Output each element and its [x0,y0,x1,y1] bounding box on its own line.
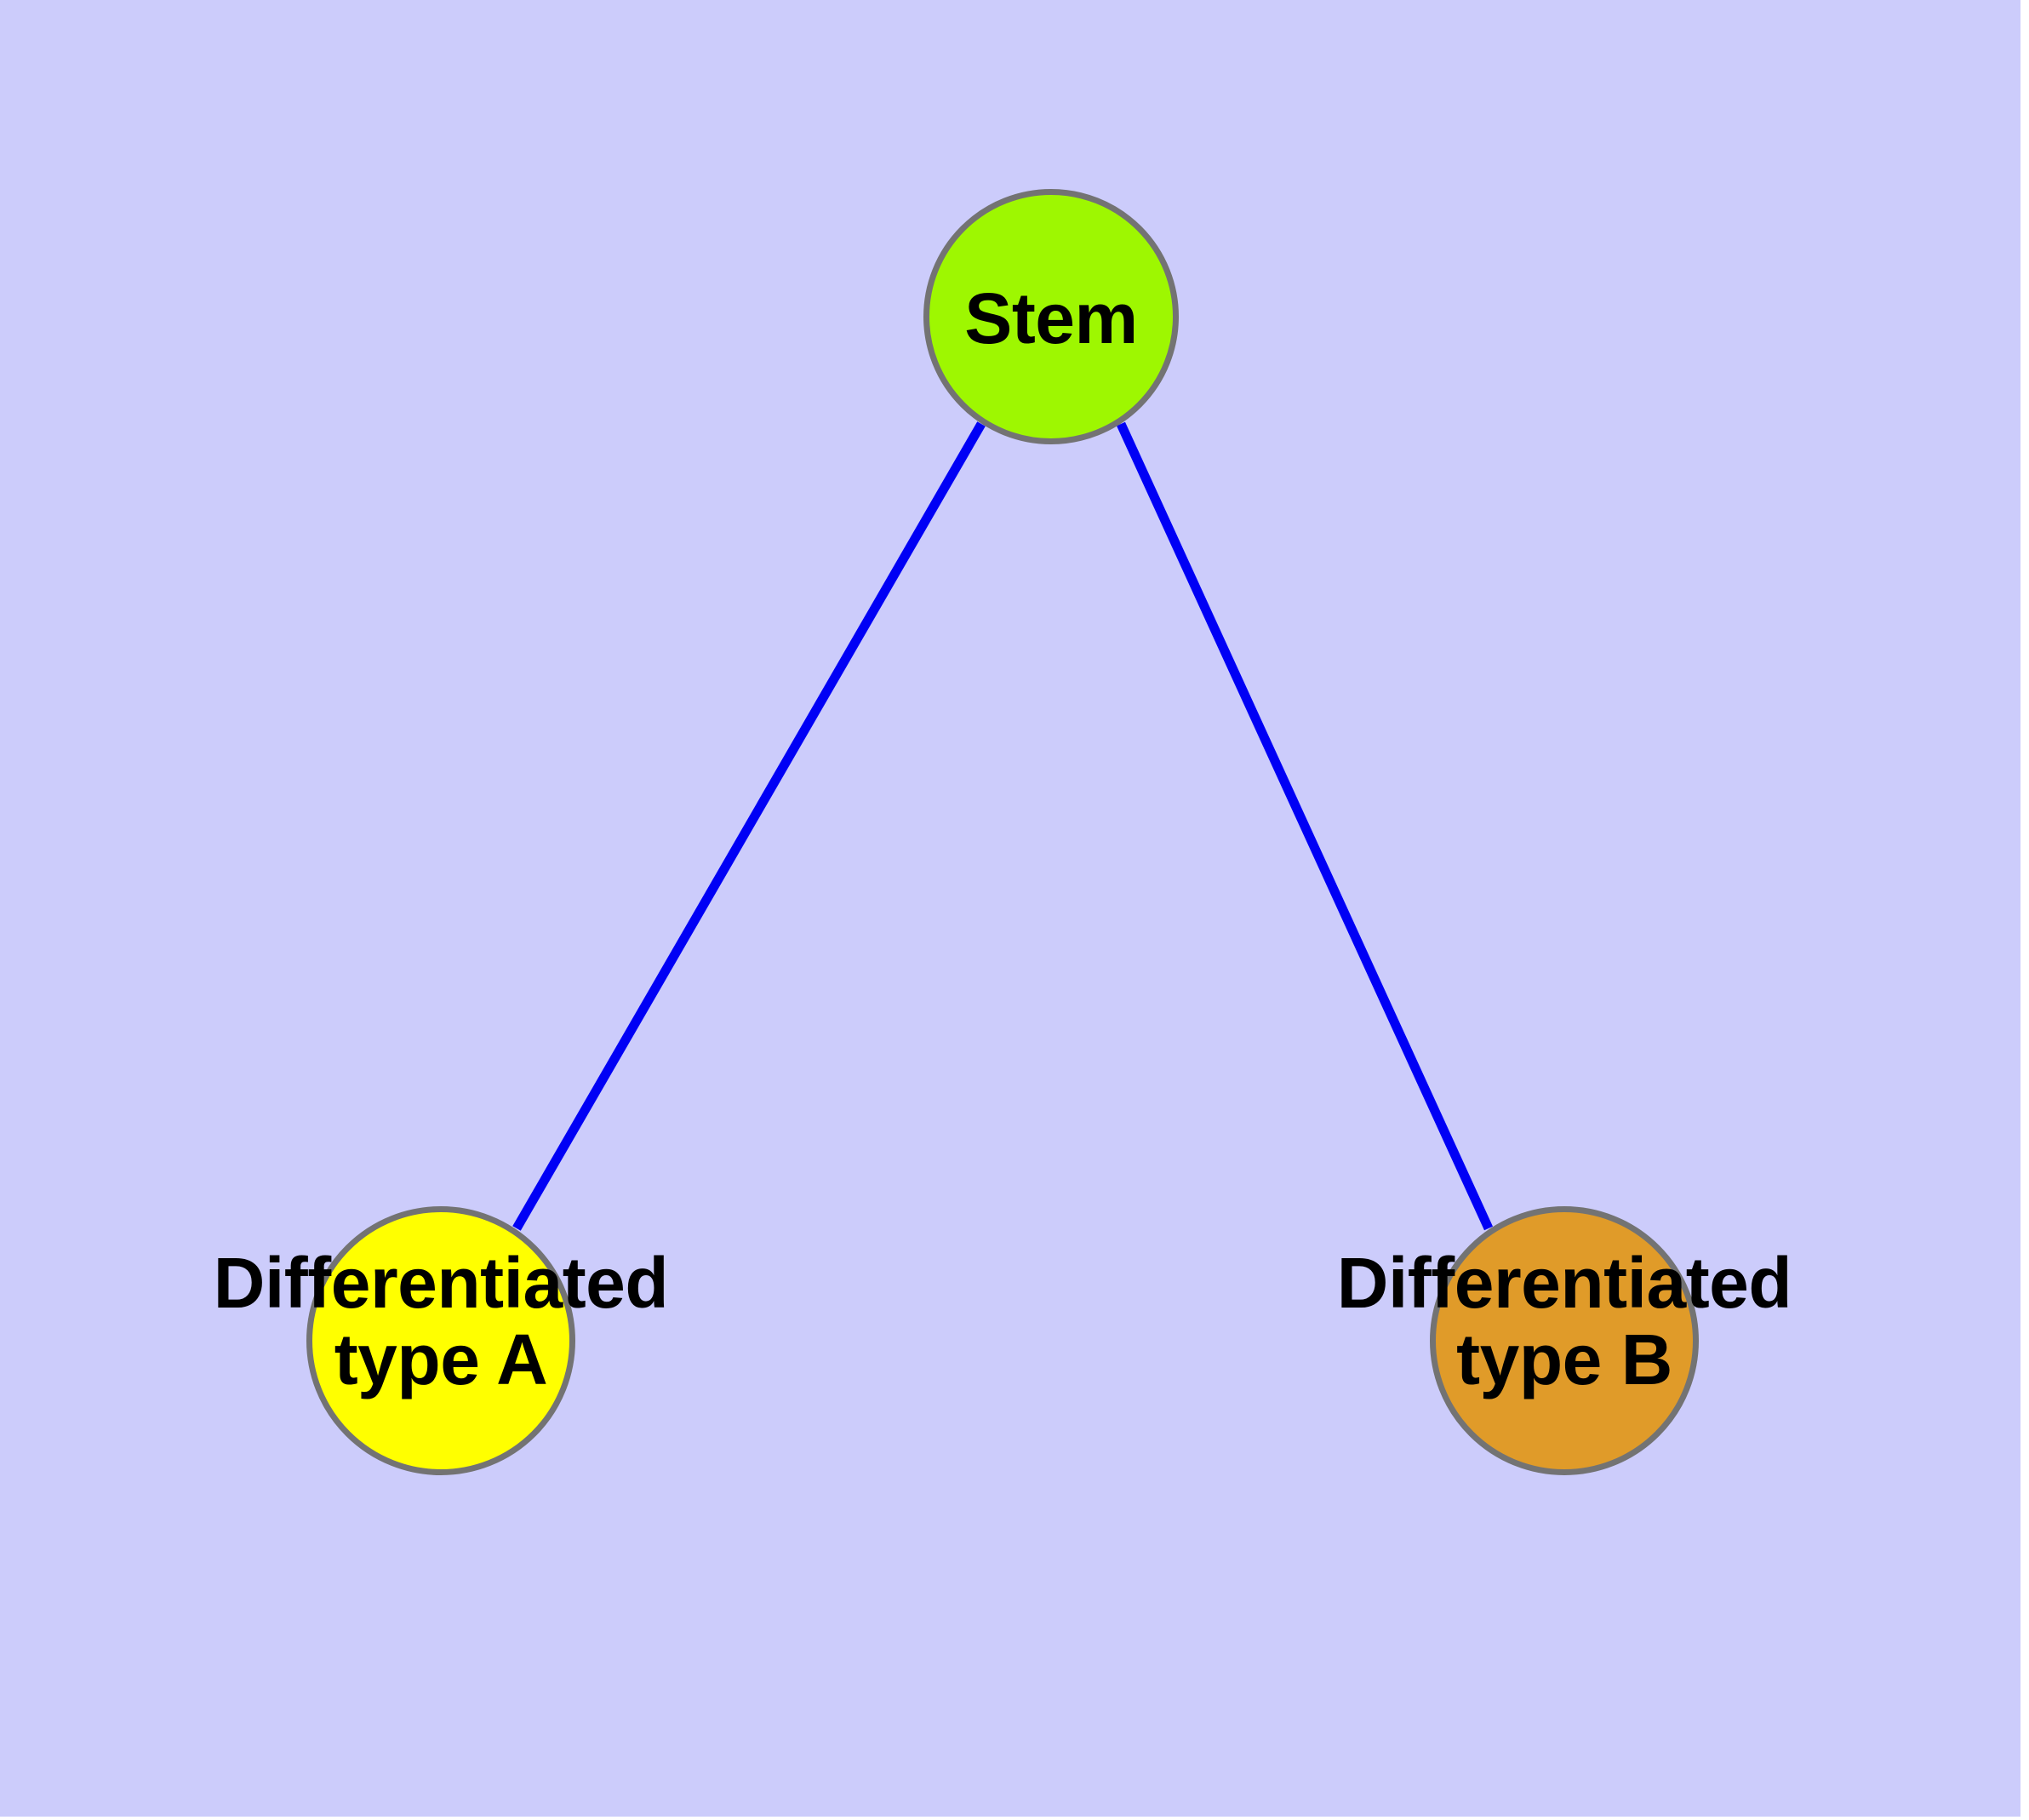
graph-node-type-b[interactable] [1430,1206,1699,1475]
graph-node-type-a[interactable] [306,1206,575,1475]
graph-node-stem[interactable] [923,189,1179,444]
